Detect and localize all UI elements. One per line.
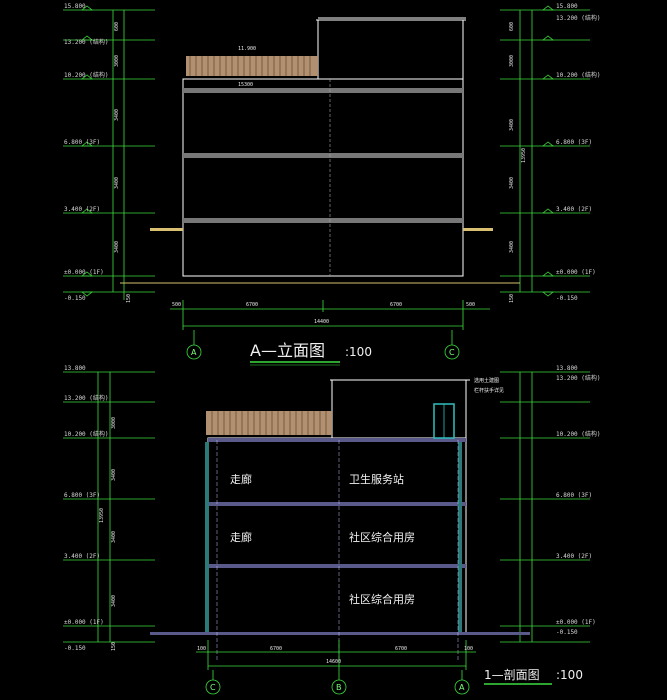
elev-level-left-2: 13.200 (结构)	[64, 38, 109, 46]
sect-vdim-1: 3000	[111, 417, 117, 429]
elev-level-right-2: 13.200 (结构)	[556, 14, 601, 22]
elevation-hdim-3: 6700	[390, 302, 402, 308]
section-hdim-4: 100	[464, 646, 473, 652]
section-left-levels	[63, 371, 155, 643]
section-hdim-lines	[196, 640, 476, 680]
elev-level-right-3: 10.200 (结构)	[556, 71, 601, 79]
section-title: 1—剖面图	[484, 668, 540, 682]
section-note-2: 栏杆扶手详见	[474, 387, 504, 394]
sect-level-left-1: 13.800	[64, 365, 86, 372]
elev-level-right-7: -0.150	[556, 295, 578, 302]
elevation-hdim-2: 6700	[246, 302, 258, 308]
elevation-hdim-4: 500	[466, 302, 475, 308]
elev-level-left-5: 3.400 (2F)	[64, 206, 100, 213]
elev-vdim-2: 3000	[114, 55, 120, 67]
sect-level-right-5: 3.400 (2F)	[556, 553, 592, 560]
elev-rvdim-2: 3000	[509, 55, 515, 67]
elev-level-right-5: 3.400 (2F)	[556, 206, 592, 213]
elev-level-left-6: ±0.000 (1F)	[64, 269, 104, 276]
section-note-1: 选用土建图	[474, 377, 499, 384]
section-grid-bubbles	[205, 679, 470, 695]
elev-level-left-4: 6.800 (3F)	[64, 139, 100, 146]
sect-level-left-7: -0.150	[64, 645, 86, 652]
section-hdim-2: 6700	[270, 646, 282, 652]
elev-level-right-1: 15.800	[556, 3, 578, 10]
elev-level-left-1: 15.800	[64, 3, 86, 10]
elevation-hdim-lines	[170, 300, 490, 345]
elev-vdim-5: 3400	[114, 241, 120, 253]
elev-rvdim-6: 150	[509, 294, 515, 303]
elev-level-left-3: 10.200 (结构)	[64, 71, 109, 79]
elevation-left-level-markers	[80, 5, 94, 297]
section-view: 13.800 13.200 (结构) 10.200 (结构) 6.800 (3F…	[63, 365, 601, 695]
sect-vtotal: 13950	[99, 508, 105, 523]
elevation-view: 15.800 13.200 (结构) 10.200 (结构) 6.800 (3F…	[63, 3, 601, 366]
elevation-scale: :100	[345, 345, 372, 359]
sect-level-right-6: ±0.000 (1F)	[556, 619, 596, 626]
sect-level-left-6: ±0.000 (1F)	[64, 619, 104, 626]
elevation-slabs	[183, 88, 463, 223]
elev-vdim-3: 3400	[114, 109, 120, 121]
room-corridor-2f: 走廊	[230, 530, 252, 544]
elev-rvtotal: 13950	[521, 148, 527, 163]
elevation-railing-bars	[189, 56, 311, 76]
sect-level-left-3: 10.200 (结构)	[64, 430, 109, 438]
sect-level-left-4: 6.800 (3F)	[64, 492, 100, 499]
section-right-levels	[500, 371, 590, 643]
elev-rvdim-1: 600	[509, 22, 515, 31]
elev-vdim-1: 600	[114, 22, 120, 31]
section-scale: :100	[556, 668, 583, 682]
section-floor-slabs	[150, 438, 530, 635]
sect-level-left-2: 13.200 (结构)	[64, 394, 109, 402]
sect-level-right-2: 13.200 (结构)	[556, 374, 601, 382]
elev-level-right-4: 6.800 (3F)	[556, 139, 592, 146]
section-grid-left: C	[210, 683, 216, 692]
elevation-grid-left: A	[191, 348, 197, 357]
sect-level-left-5: 3.400 (2F)	[64, 553, 100, 560]
sect-level-right-1: 13.800	[556, 365, 578, 372]
sect-vdim-4: 3400	[111, 595, 117, 607]
elevation-hdim-1: 500	[172, 302, 181, 308]
room-community-2f: 社区综合用房	[349, 530, 415, 544]
elevation-grid-right: C	[449, 348, 455, 357]
section-walls	[205, 442, 462, 632]
section-htotal: 14600	[326, 659, 341, 665]
section-grid-right: A	[459, 683, 465, 692]
elev-vdim-6: 150	[126, 294, 132, 303]
sect-level-right-7: -0.150	[556, 629, 578, 636]
elev-rvdim-3: 3400	[509, 119, 515, 131]
elevation-right-level-markers	[541, 5, 555, 297]
room-corridor-3f: 走廊	[230, 472, 252, 486]
elev-rvdim-4: 3400	[509, 177, 515, 189]
elev-level-right-6: ±0.000 (1F)	[556, 269, 596, 276]
elevation-canopies	[150, 228, 493, 231]
room-service-station: 卫生服务站	[349, 472, 404, 486]
elev-level-left-7: -0.150	[64, 295, 86, 302]
elevation-parapet-label: 11.900	[238, 46, 256, 52]
sect-vdim-3: 3400	[111, 531, 117, 543]
elevation-roof-railing	[186, 56, 318, 76]
sect-level-right-3: 10.200 (结构)	[556, 430, 601, 438]
elevation-roof-label: 15300	[238, 82, 253, 88]
elevation-htotal: 14400	[314, 319, 329, 325]
elevation-building	[182, 17, 466, 277]
elev-vdim-4: 3400	[114, 177, 120, 189]
section-grid-mid: B	[336, 683, 342, 692]
section-roof-railing	[206, 411, 332, 435]
sect-vdim-5: 150	[111, 642, 117, 651]
elev-rvdim-5: 3400	[509, 241, 515, 253]
sect-level-right-4: 6.800 (3F)	[556, 492, 592, 499]
elevation-left-levels	[63, 9, 155, 300]
section-grid-lines	[216, 440, 459, 660]
elevation-title: A—立面图	[250, 341, 325, 360]
sect-vdim-2: 3400	[111, 469, 117, 481]
section-hdim-3: 6700	[395, 646, 407, 652]
room-community-1f: 社区综合用房	[349, 592, 415, 606]
section-railing-bars	[211, 411, 327, 435]
section-hdim-1: 100	[197, 646, 206, 652]
elevation-grid-bubbles	[186, 344, 460, 360]
